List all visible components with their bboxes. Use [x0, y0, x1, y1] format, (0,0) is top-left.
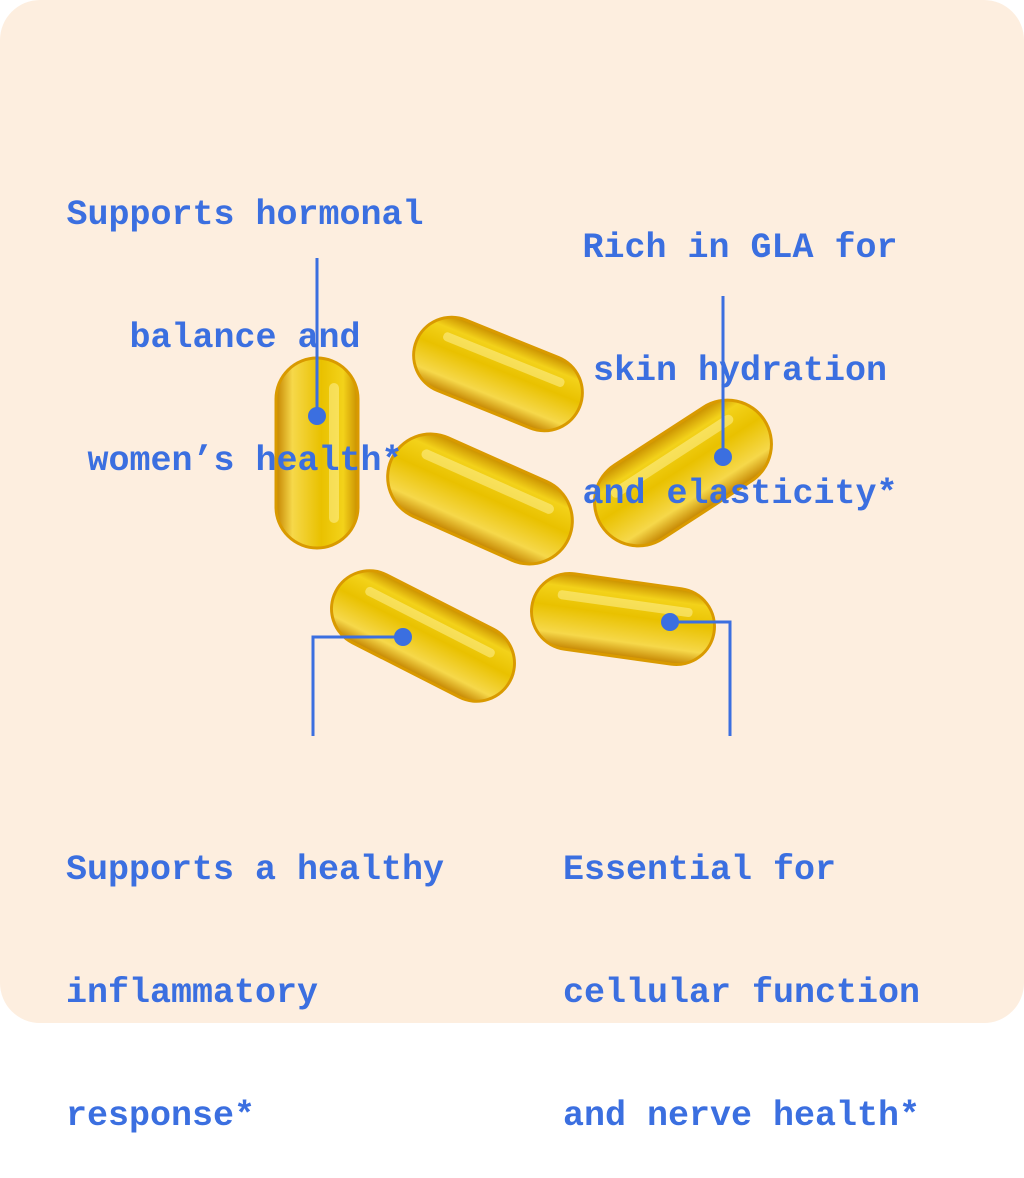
- leader-line: [670, 620, 732, 736]
- callout-line: balance and: [129, 318, 361, 358]
- capsule: [412, 315, 584, 433]
- callout-line: cellular function: [563, 973, 921, 1013]
- callout-line: Supports a healthy: [66, 850, 445, 890]
- callout-line: Supports hormonal: [66, 195, 424, 235]
- callout-inflammatory-response: Supports a healthy inflammatory response…: [66, 768, 444, 1178]
- callout-line: response*: [66, 1096, 256, 1136]
- leader-dot: [394, 628, 412, 646]
- callout-line: inflammatory: [66, 973, 319, 1013]
- capsule: [330, 569, 516, 703]
- callout-line: and nerve health*: [563, 1096, 921, 1136]
- callout-cellular-function: Essential for cellular function and nerv…: [563, 768, 920, 1178]
- capsule: [593, 398, 773, 548]
- callout-hormonal-balance: Supports hormonal balance and women’s he…: [40, 113, 450, 523]
- callout-gla-skin: Rich in GLA for skin hydration and elast…: [540, 146, 940, 556]
- capsule: [274, 356, 360, 550]
- leader-line: [311, 635, 403, 736]
- callout-line: skin hydration: [592, 351, 888, 391]
- callout-line: women’s health*: [87, 441, 403, 481]
- capsule: [530, 571, 716, 667]
- leader-dot: [714, 448, 732, 466]
- callout-line: Rich in GLA for: [582, 228, 898, 268]
- capsules-illustration: [274, 258, 773, 736]
- leader-dot: [661, 613, 679, 631]
- callout-line: Essential for: [563, 850, 837, 890]
- callout-line: and elasticity*: [582, 474, 898, 514]
- capsule: [386, 432, 574, 566]
- leader-dot: [308, 407, 326, 425]
